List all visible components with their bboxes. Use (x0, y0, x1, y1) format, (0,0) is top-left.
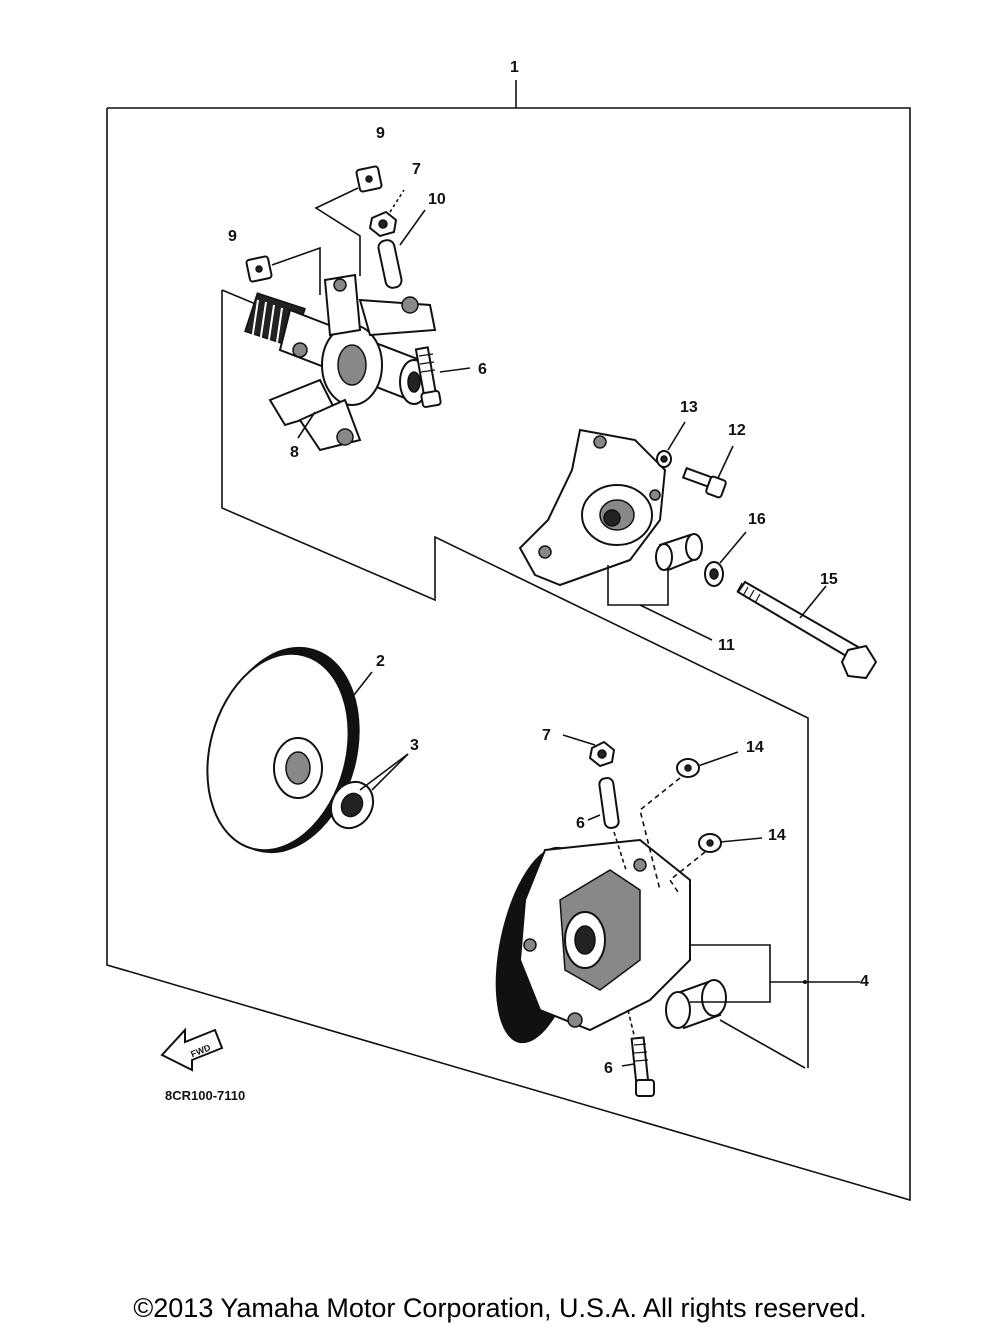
pin-6b (587, 777, 627, 871)
callout-13: 13 (680, 399, 698, 416)
washer-16 (704, 531, 747, 587)
callout-8: 8 (290, 444, 299, 461)
bushing-11 (607, 533, 713, 641)
callout-1: 1 (510, 59, 519, 76)
pin-10 (377, 209, 426, 289)
callout-12: 12 (728, 422, 746, 439)
callout-6-middle: 6 (576, 815, 585, 832)
cam-weight-3 (329, 753, 409, 830)
callout-2: 2 (376, 653, 385, 670)
callout-9-upper: 9 (376, 125, 385, 142)
copyright-notice: ©2013 Yamaha Motor Corporation, U.S.A. A… (133, 1293, 867, 1323)
callout-16: 16 (748, 511, 766, 528)
callout-10: 10 (428, 191, 446, 208)
callout-6-upper: 6 (478, 361, 487, 378)
spider-group-outline (221, 289, 809, 1068)
nut-7a (368, 189, 405, 238)
long-bolt-15 (736, 580, 878, 680)
housing-bushing (665, 979, 806, 1069)
washer-13 (656, 421, 686, 468)
spacer-14a (639, 751, 739, 891)
figure-code: 8CR100-7110 (165, 1088, 245, 1103)
callout-6-lower: 6 (604, 1060, 613, 1077)
callout-labels: 1 9 7 10 9 6 8 13 12 16 15 11 2 3 7 14 6… (228, 59, 869, 1077)
assembly-frame (106, 80, 911, 1202)
bolt-12 (681, 445, 734, 499)
callout-14-lower: 14 (768, 827, 786, 844)
bolt-6c (621, 1009, 655, 1097)
fwd-arrow-icon: FWD (160, 1027, 224, 1072)
leader-4 (690, 944, 860, 1003)
callout-3: 3 (410, 737, 419, 754)
slider-block-9a (314, 165, 383, 276)
nut-7b (562, 734, 616, 768)
callout-9-left: 9 (228, 228, 237, 245)
cover-plate (518, 428, 667, 587)
primary-sheave-housing-4 (495, 838, 691, 1044)
callout-15: 15 (820, 571, 838, 588)
movable-sheave-2 (206, 646, 373, 854)
spider-assembly (244, 273, 437, 452)
callout-11: 11 (718, 637, 735, 654)
slider-block-9b (245, 246, 321, 295)
callout-7-upper: 7 (412, 161, 421, 178)
callout-7-lower: 7 (542, 727, 551, 744)
callout-14-upper: 14 (746, 739, 764, 756)
callout-4: 4 (860, 973, 869, 990)
spacer-14b (668, 833, 763, 896)
bolt-6a (414, 346, 471, 408)
